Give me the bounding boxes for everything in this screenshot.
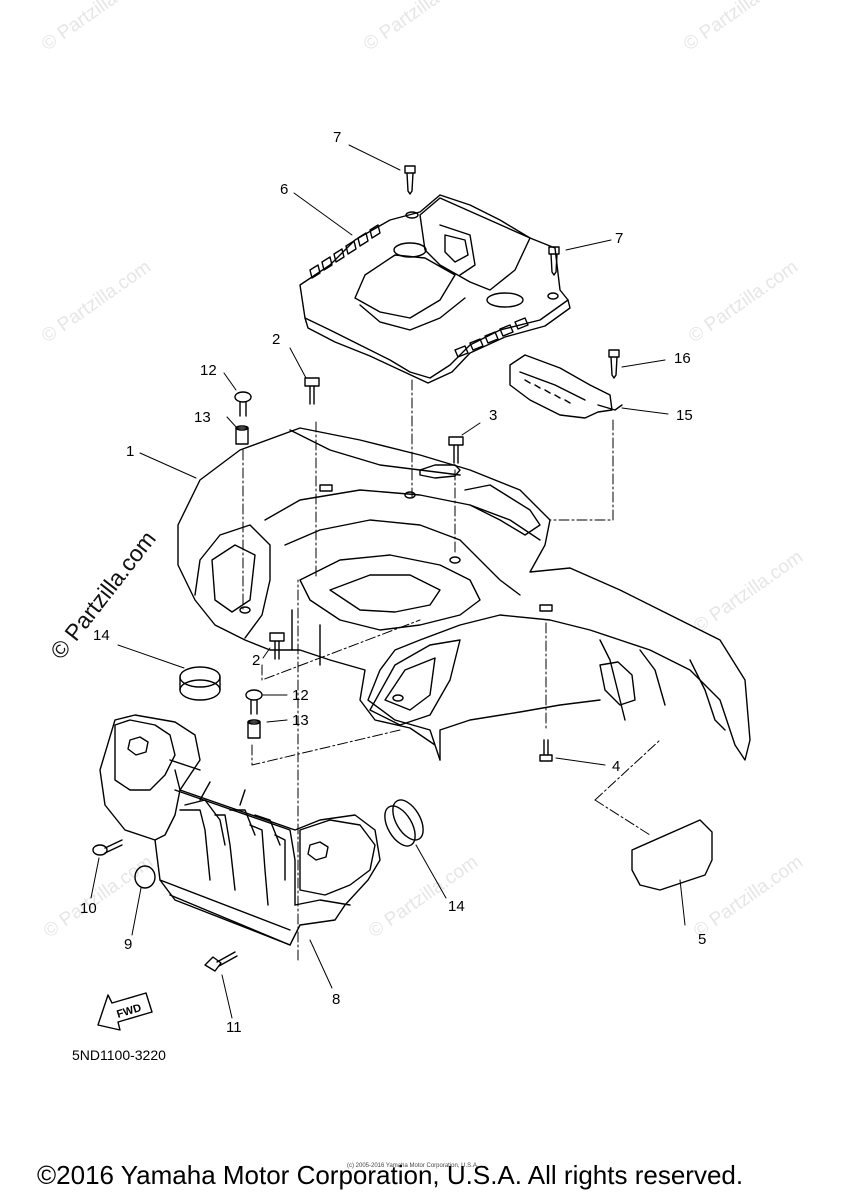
callout-5: 5 [698,931,707,948]
grommet-part [179,666,424,847]
callout-15: 15 [676,407,693,424]
callout-9: 9 [124,936,133,953]
callout-7: 7 [333,129,342,146]
small-copyright: (c) 2005-2016 Yamaha Motor Corporation, … [347,1163,479,1169]
rear-fender-part [177,427,751,761]
cap-part [134,865,156,889]
callout-1: 1 [126,443,135,460]
callout-12: 12 [292,687,309,704]
callout-2: 2 [252,652,261,669]
callout-6: 6 [280,181,289,198]
callout-16: 16 [674,350,691,367]
front-guard-part [99,714,381,946]
dash-dot-lines [242,379,661,961]
clip-part [404,165,620,379]
callout-14: 14 [448,898,465,915]
callout-13: 13 [292,712,309,729]
callout-3: 3 [489,407,498,424]
top-cover-part [299,194,571,384]
callout-13: 13 [194,409,211,426]
callout-7: 7 [615,230,624,247]
leader-lines [90,144,686,1019]
callout-12: 12 [200,362,217,379]
fwd-arrow-icon: FWD [97,992,153,1031]
callout-10: 10 [80,900,97,917]
callout-11: 11 [226,1019,242,1036]
copyright-footer: ©2016 Yamaha Motor Corporation, U.S.A. A… [37,1160,744,1190]
bracket-part [509,354,623,419]
callout-4: 4 [612,758,621,775]
part-code: 5ND1100-3220 [72,1047,166,1063]
bolt-parts [92,377,553,972]
callout-8: 8 [332,991,341,1008]
callout-14: 14 [93,627,110,644]
panel-part [631,819,713,891]
callout-2: 2 [272,331,281,348]
